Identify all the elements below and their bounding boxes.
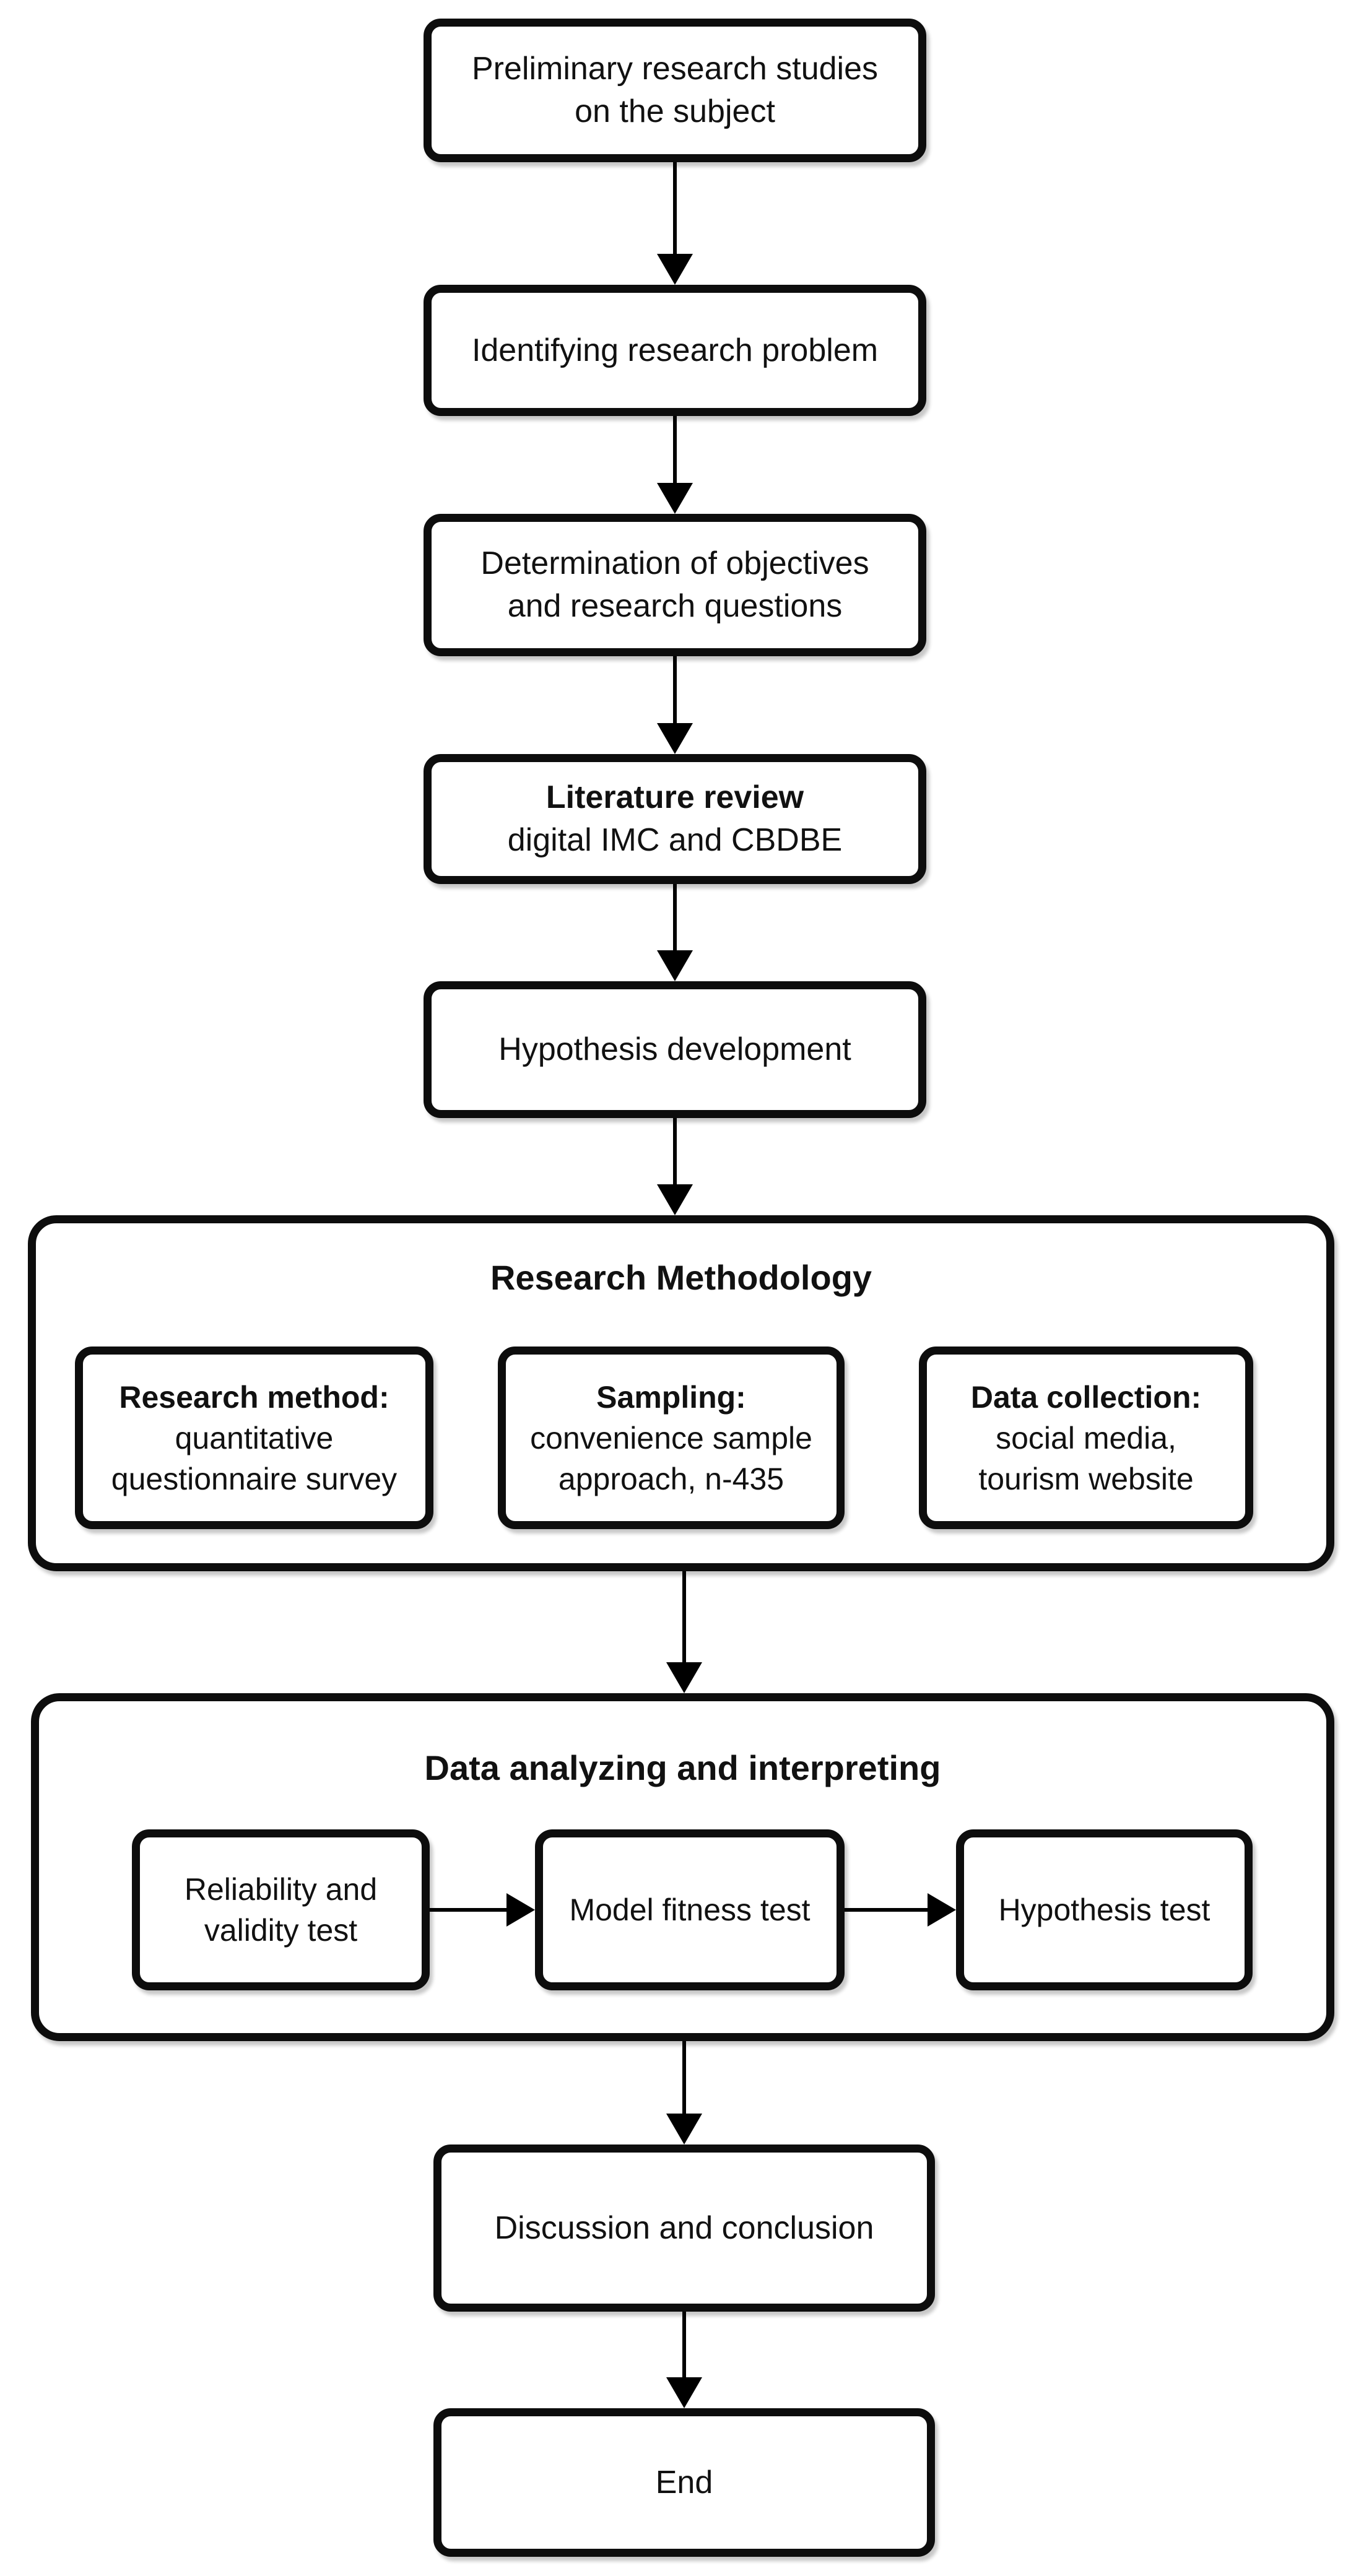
node-label-line: Model fitness test <box>569 1893 811 1927</box>
node-label-line: questionnaire survey <box>111 1461 398 1496</box>
node-label-line: Research method: <box>119 1379 389 1415</box>
node-label-line: validity test <box>204 1913 358 1948</box>
down-arrow <box>656 884 693 981</box>
node-label-line: Data collection: <box>970 1379 1202 1415</box>
down-arrow <box>656 1118 693 1215</box>
node-discussion-conclusion-box: Discussion and conclusion <box>433 2144 935 2312</box>
node-label-line: Literature review <box>545 779 804 816</box>
down-arrow <box>656 162 693 285</box>
arrow-shaft <box>673 656 677 726</box>
down-arrow <box>656 656 693 754</box>
node-hypothesis-development-box: Hypothesis development <box>424 981 926 1118</box>
right-arrow <box>845 1891 956 1928</box>
arrow-shaft <box>682 2312 686 2380</box>
arrow-shaft <box>430 1908 509 1912</box>
node-label-line: social media, <box>996 1420 1176 1455</box>
inner-node-sampling-box: Sampling: convenience sample approach, n… <box>498 1347 845 1529</box>
node-label-line: Hypothesis development <box>498 1031 851 1068</box>
arrow-head-icon <box>666 1662 702 1693</box>
arrow-shaft <box>845 1908 930 1912</box>
node-label-line: Reliability and <box>184 1872 378 1907</box>
node-label-line: Discussion and conclusion <box>494 2210 874 2246</box>
arrow-head-icon <box>928 1893 956 1927</box>
down-arrow <box>666 1571 703 1693</box>
arrow-head-icon <box>657 1184 693 1215</box>
inner-node-research-method-box: Research method: quantitative questionna… <box>75 1347 433 1529</box>
arrow-head-icon <box>657 723 693 754</box>
down-arrow <box>656 416 693 514</box>
inner-node-data-collection-box: Data collection: social media, tourism w… <box>919 1347 1253 1529</box>
arrow-head-icon <box>657 950 693 981</box>
node-label-line: and research questions <box>507 588 843 624</box>
inner-node-model-fitness-box: Model fitness test <box>535 1829 845 1990</box>
arrow-shaft <box>673 416 677 485</box>
container-title: Research Methodology <box>490 1258 872 1297</box>
node-label-line: convenience sample <box>530 1420 812 1455</box>
arrow-head-icon <box>657 254 693 285</box>
node-label-line: approach, n-435 <box>558 1461 784 1496</box>
node-label-line: Hypothesis test <box>998 1893 1210 1927</box>
node-label-line: Identifying research problem <box>471 332 879 368</box>
node-label-line: Determination of objectives <box>480 545 869 582</box>
arrow-head-icon <box>506 1893 535 1927</box>
node-end-box: End <box>433 2408 935 2557</box>
arrow-head-icon <box>666 2377 702 2408</box>
down-arrow <box>666 2312 703 2408</box>
right-arrow <box>430 1891 535 1928</box>
node-label-line: Sampling: <box>596 1379 746 1415</box>
arrow-head-icon <box>657 483 693 514</box>
inner-node-hypothesis-test-box: Hypothesis test <box>956 1829 1253 1990</box>
arrow-shaft <box>673 1118 677 1187</box>
down-arrow <box>666 2041 703 2144</box>
node-identifying-problem-box: Identifying research problem <box>424 285 926 416</box>
node-label-line: End <box>655 2464 713 2500</box>
arrow-shaft <box>673 884 677 953</box>
arrow-shaft <box>673 162 677 256</box>
arrow-head-icon <box>666 2114 702 2144</box>
node-preliminary-research-box: Preliminary research studies on the subj… <box>424 19 926 162</box>
container-title: Data analyzing and interpreting <box>424 1748 941 1787</box>
node-label-line: Preliminary research studies <box>471 51 879 87</box>
arrow-shaft <box>682 1571 686 1665</box>
node-objectives-box: Determination of objectives and research… <box>424 514 926 656</box>
node-label-line: quantitative <box>175 1420 334 1455</box>
arrow-shaft <box>682 2041 686 2116</box>
node-literature-review-box: Literature review digital IMC and CBDBE <box>424 754 926 884</box>
node-label-line: on the subject <box>575 93 775 129</box>
inner-node-reliability-validity-box: Reliability and validity test <box>132 1829 430 1990</box>
node-label-line: digital IMC and CBDBE <box>507 822 843 858</box>
node-label-line: tourism website <box>978 1461 1194 1496</box>
